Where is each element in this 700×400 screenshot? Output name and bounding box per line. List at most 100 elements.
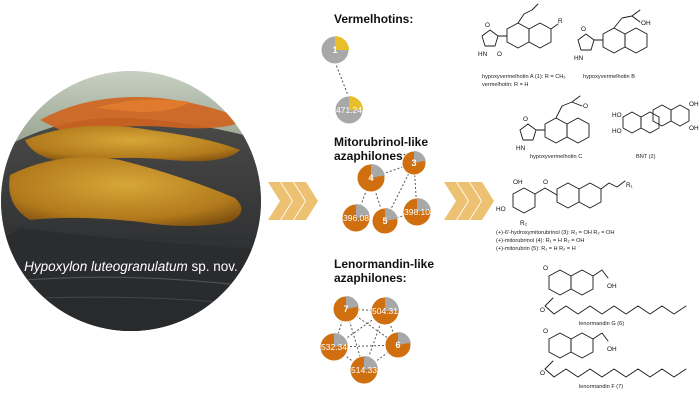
structure-lenormandin-g: OH O O bbox=[540, 265, 687, 315]
structure-hypoxyvermelhotin-a: R O HN O bbox=[478, 3, 563, 58]
node-label: 471.24 bbox=[336, 105, 362, 115]
network-node: 514.33 bbox=[349, 355, 379, 385]
azaphilone-ring bbox=[570, 269, 594, 296]
network-node: 504.31 bbox=[370, 296, 400, 326]
azaphilone-ring bbox=[570, 332, 594, 359]
atom-r: R bbox=[558, 18, 563, 25]
atom-oh: OH bbox=[607, 283, 617, 290]
structure-lenormandin-f: OH O O bbox=[540, 328, 687, 378]
benzene-ring bbox=[566, 117, 590, 144]
node-label: 532.34 bbox=[321, 342, 347, 352]
atom-o: O bbox=[543, 265, 548, 272]
network-node: 471.24 bbox=[334, 95, 364, 125]
left-chevrons bbox=[268, 182, 318, 220]
chevron-arrow-icon bbox=[444, 182, 468, 220]
network-node: 1 bbox=[320, 35, 350, 65]
atom-o: O bbox=[523, 116, 528, 123]
chevron-arrow-icon bbox=[457, 182, 481, 220]
orange-fungus-patch-2 bbox=[95, 99, 190, 112]
wood-grain bbox=[1, 276, 261, 289]
mitorubrinol-caption-3: (+)-mitorubrin (5): R₁ = H R₂ = H bbox=[496, 246, 576, 252]
node-wedge bbox=[385, 208, 398, 221]
r-bond bbox=[550, 23, 559, 30]
atom-oh: OH bbox=[513, 179, 523, 186]
atom-o: O bbox=[540, 307, 545, 314]
node-label: 5 bbox=[382, 216, 387, 226]
yellow-fungus-lower bbox=[9, 157, 242, 226]
node-wedge bbox=[349, 96, 363, 110]
mitorubrinol-title-line2: azaphilones: bbox=[334, 149, 407, 163]
lenormandin-title-line2: azaphilones: bbox=[334, 271, 407, 285]
network-edge bbox=[363, 344, 399, 371]
chevron-arrow-icon bbox=[268, 182, 292, 220]
node-wedge bbox=[417, 198, 431, 212]
benzene-ring bbox=[624, 27, 648, 54]
chevron-arrow-icon bbox=[470, 182, 494, 220]
network-node: 532.34 bbox=[319, 332, 349, 362]
azaphilone-ring bbox=[578, 182, 602, 209]
node-wedge bbox=[414, 151, 426, 163]
ome-bond bbox=[571, 101, 583, 107]
node-label: 7 bbox=[343, 304, 348, 314]
atom-ho: HO bbox=[612, 128, 622, 135]
ester-link bbox=[544, 187, 558, 196]
lenormandin-title-line1: Lenormandin-like bbox=[334, 257, 434, 271]
node-wedge bbox=[334, 333, 348, 347]
network-edge bbox=[355, 177, 372, 219]
structure-hypoxyvermelhotin-c: O O HN bbox=[516, 95, 590, 152]
yellow-fungus-upper bbox=[25, 125, 240, 162]
atom-r1: R₁ bbox=[626, 182, 633, 189]
network-node: 3 bbox=[401, 150, 427, 176]
photo-caption: Hypoxylon luteogranulatum sp. nov. bbox=[24, 259, 238, 274]
structure-hypoxyvermelhotin-b: OH O HN bbox=[574, 9, 651, 62]
atom-hn: HN bbox=[478, 51, 488, 58]
network-node: 4 bbox=[356, 163, 386, 193]
mitorubrinol-caption-1: (+)-6′-hydroxymitorubrinol (3): R₁ = OH … bbox=[496, 230, 614, 236]
pyran-ring bbox=[602, 27, 626, 54]
node-wedge bbox=[335, 36, 349, 50]
atom-o: O bbox=[543, 179, 548, 186]
lenormandin-f-caption: lenormandin F (7) bbox=[579, 384, 623, 390]
pyrrolidine-ring bbox=[577, 33, 595, 51]
side-chain bbox=[592, 332, 609, 342]
chevron-arrow-icon bbox=[294, 182, 318, 220]
mitorubrinol-title-line1: Mitorubrinol-like bbox=[334, 135, 428, 149]
structure-bnt: HO HO OH OH bbox=[612, 101, 699, 135]
naphthalene-ring bbox=[640, 111, 660, 134]
hypoxyvermelhotin-a-caption: hypoxyvermelhotin A (1): R = CH₃ bbox=[482, 74, 566, 80]
fatty-acyl-chain bbox=[544, 297, 687, 315]
node-wedge bbox=[398, 332, 411, 345]
atom-ho: HO bbox=[612, 112, 622, 119]
naphthalene-ring bbox=[622, 111, 642, 134]
node-label: 4 bbox=[368, 173, 373, 183]
network-node: 5 bbox=[371, 207, 399, 235]
azaphilone-ring bbox=[548, 332, 572, 359]
network-edge bbox=[384, 162, 415, 222]
node-label: 3 bbox=[411, 158, 416, 168]
atom-o: O bbox=[581, 26, 586, 33]
atom-oh: OH bbox=[689, 125, 699, 132]
atom-hn: HN bbox=[574, 55, 584, 62]
side-chain bbox=[613, 9, 641, 29]
oh-bond bbox=[631, 15, 641, 23]
pyrrolidine-ring bbox=[519, 123, 537, 141]
mitorubrinol-caption-2: (+)-mitorubrinol (4): R₁ = H R₂ = OH bbox=[496, 238, 584, 244]
atom-o: O bbox=[543, 328, 548, 335]
network-node: 6 bbox=[384, 331, 412, 359]
network-node: 398.10 bbox=[402, 197, 432, 227]
node-wedge bbox=[346, 296, 359, 309]
wood-shadow bbox=[1, 228, 261, 331]
fatty-acyl-chain bbox=[544, 360, 687, 378]
atom-ho: HO bbox=[496, 206, 506, 213]
node-label: 1 bbox=[332, 45, 337, 55]
atom-o: O bbox=[485, 22, 490, 29]
node-label: 398.10 bbox=[404, 207, 430, 217]
atom-r2: R₂ bbox=[520, 220, 528, 227]
azaphilone-ring bbox=[548, 269, 572, 296]
node-label: 6 bbox=[395, 340, 400, 350]
side-chain bbox=[600, 180, 626, 190]
node-wedge bbox=[364, 356, 378, 370]
node-wedge bbox=[356, 204, 370, 218]
